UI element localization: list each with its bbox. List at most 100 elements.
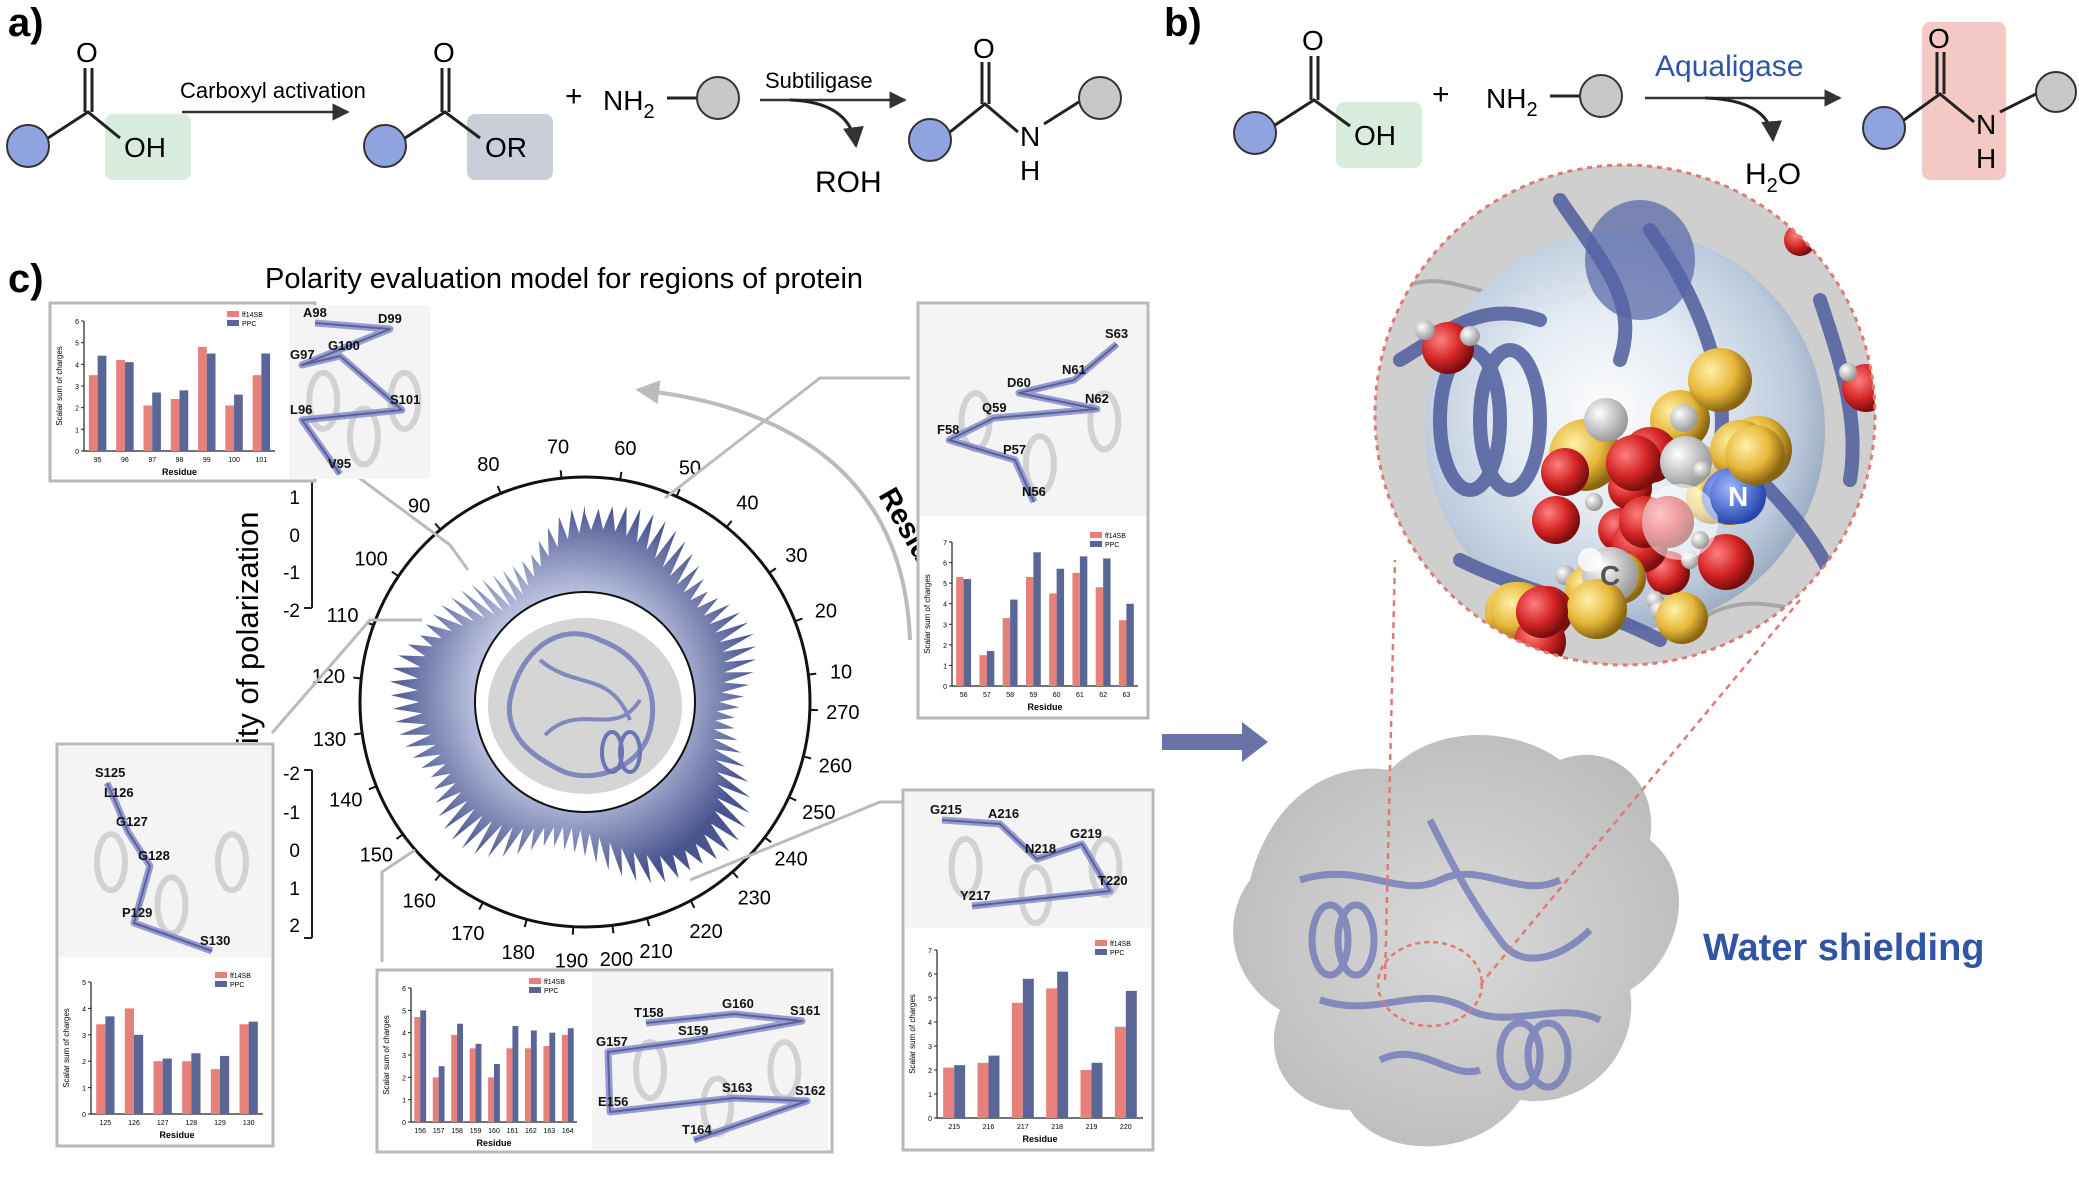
residue-label: N218 bbox=[1025, 841, 1056, 856]
bar-ff14sb bbox=[488, 1077, 494, 1122]
x-tick-label: 98 bbox=[176, 457, 184, 464]
polar-outer-circle bbox=[358, 475, 812, 929]
x-tick-label: 61 bbox=[1076, 692, 1084, 699]
residue-tick-mark bbox=[523, 919, 528, 928]
residue-tick-label: 90 bbox=[408, 495, 430, 517]
legend-swatch bbox=[1095, 940, 1107, 946]
scale-upper-tick: -1 bbox=[283, 563, 300, 584]
plus-b: + bbox=[1432, 78, 1450, 111]
scale-lower-tick: 2 bbox=[289, 916, 300, 937]
legend-swatch bbox=[1090, 541, 1102, 547]
legend-label: ff14SB bbox=[230, 973, 251, 980]
legend-label: ff14SB bbox=[242, 312, 263, 319]
bar-ff14sb bbox=[170, 399, 180, 451]
bar-ff14sb bbox=[1095, 587, 1104, 686]
panel-a-label: a) bbox=[8, 1, 44, 45]
bar-ff14sb bbox=[469, 1048, 476, 1122]
oxygen-a2: O bbox=[433, 37, 455, 68]
product-h-b: H bbox=[1976, 143, 1996, 174]
y-tick-label: 6 bbox=[928, 972, 932, 979]
y-tick-label: 4 bbox=[928, 1020, 932, 1027]
bar-ppc bbox=[457, 1023, 464, 1122]
bar-ff14sb bbox=[116, 360, 125, 451]
x-tick-label: 59 bbox=[1029, 692, 1037, 699]
transition-arrow bbox=[1162, 722, 1268, 762]
residue-arc-arrow bbox=[635, 380, 912, 641]
legend-label: PPC bbox=[1105, 542, 1119, 549]
y-axis-label: Scalar sum of charges bbox=[908, 994, 917, 1074]
bar-ppc bbox=[191, 1053, 201, 1114]
bar-ff14sb bbox=[1011, 1002, 1023, 1118]
bar-ppc bbox=[986, 651, 995, 686]
residue-tick-label: 250 bbox=[802, 802, 835, 824]
legend-label: PPC bbox=[544, 988, 558, 995]
x-tick-label: 58 bbox=[1006, 692, 1014, 699]
zoom-bubble: N C bbox=[1373, 163, 1877, 667]
y-tick-label: 2 bbox=[943, 643, 947, 650]
polar-plot: 1020304050607080901001101201301401501601… bbox=[312, 436, 860, 972]
residue-label: S163 bbox=[722, 1080, 752, 1095]
residue-tick-label: 80 bbox=[477, 454, 499, 476]
y-tick-label: 3 bbox=[402, 1053, 406, 1060]
y-tick-label: 5 bbox=[402, 1008, 406, 1015]
bar-ff14sb bbox=[979, 655, 987, 686]
bar-ppc bbox=[248, 1021, 258, 1114]
oh-highlight-b bbox=[1336, 102, 1422, 168]
ester-sphere bbox=[363, 124, 407, 168]
scale-lower-tick: 0 bbox=[289, 841, 300, 862]
residue-tick-label: 230 bbox=[738, 888, 771, 910]
x-tick-label: 101 bbox=[256, 457, 268, 464]
y-tick-label: 1 bbox=[943, 663, 947, 670]
oh-highlight-a bbox=[105, 114, 191, 180]
x-tick-label: 129 bbox=[214, 1120, 226, 1127]
legend-label: PPC bbox=[242, 321, 256, 328]
protein-surface bbox=[1233, 735, 1679, 1147]
residue-tick-label: 160 bbox=[402, 891, 435, 913]
bar-ppc bbox=[261, 353, 271, 451]
bar-ppc bbox=[1079, 556, 1088, 686]
bar-ppc bbox=[134, 1034, 144, 1114]
atom-c-label: C bbox=[1600, 560, 1620, 591]
bar-ff14sb bbox=[1046, 988, 1058, 1118]
y-tick-label: 3 bbox=[75, 384, 79, 391]
y-tick-label: 1 bbox=[75, 427, 79, 434]
amine-b: NH2 bbox=[1486, 83, 1538, 121]
residue-tick-mark bbox=[354, 732, 363, 736]
y-tick-label: 1 bbox=[928, 1092, 932, 1099]
bar-ff14sb bbox=[524, 1048, 531, 1122]
legend-swatch bbox=[1095, 949, 1107, 955]
connector-lines bbox=[270, 376, 910, 962]
bar-ff14sb bbox=[1002, 618, 1011, 686]
amine-sphere-a bbox=[696, 76, 740, 120]
bar-ppc bbox=[963, 579, 972, 686]
residue-tick-label: 240 bbox=[774, 848, 807, 870]
bar-ff14sb bbox=[1080, 1070, 1092, 1118]
x-tick-label: 215 bbox=[948, 1124, 960, 1131]
residue-tick-mark bbox=[559, 470, 563, 479]
bar-ff14sb bbox=[506, 1048, 513, 1122]
x-tick-label: 157 bbox=[433, 1128, 445, 1135]
x-tick-label: 160 bbox=[488, 1128, 500, 1135]
residue-label: N62 bbox=[1085, 391, 1109, 406]
bar-ff14sb bbox=[1049, 593, 1057, 686]
bar-ppc bbox=[530, 1030, 537, 1122]
residue-label: T220 bbox=[1098, 873, 1128, 888]
reactant-sphere-a bbox=[6, 124, 50, 168]
bar-ppc bbox=[206, 353, 216, 451]
oxygen-b1: O bbox=[1302, 25, 1324, 56]
residue-tick-mark bbox=[395, 833, 404, 840]
residue-tick-label: 30 bbox=[785, 545, 807, 567]
y-tick-label: 3 bbox=[82, 1033, 86, 1040]
bar-ppc bbox=[1022, 978, 1034, 1118]
residue-tick-mark bbox=[368, 785, 377, 791]
bar-ff14sb bbox=[225, 405, 235, 451]
x-tick-label: 125 bbox=[99, 1120, 111, 1127]
polar-scale-lower bbox=[304, 769, 313, 939]
residue-label: G100 bbox=[328, 338, 360, 353]
residue-tick-mark bbox=[794, 617, 803, 623]
